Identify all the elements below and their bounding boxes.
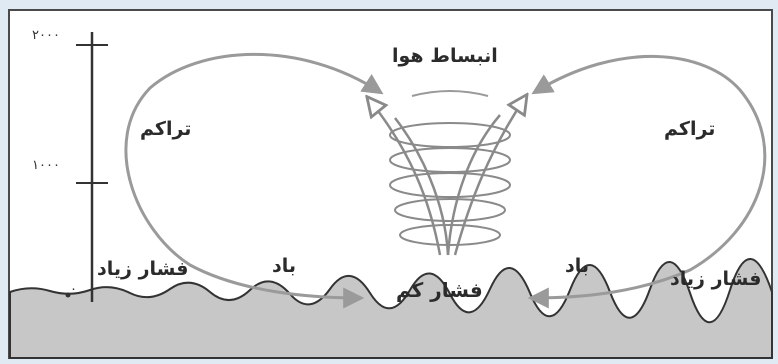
- right-circulation-loop: [527, 55, 767, 309]
- left-circulation-loop: [124, 52, 384, 309]
- accumulation-left-label: تراکم: [140, 118, 192, 140]
- altitude-tick-2000: ۲۰۰۰: [32, 28, 60, 43]
- wind-right-label: باد: [565, 255, 590, 277]
- altitude-tick-1000: ۱۰۰۰: [32, 158, 60, 173]
- rising-air-arrows: [368, 96, 526, 256]
- high-pressure-right-label: فشار زیاد: [670, 268, 762, 290]
- high-pressure-left-label: فشار زیاد: [97, 258, 189, 280]
- low-pressure-label: فشار کم: [396, 278, 483, 302]
- ground: [9, 258, 773, 359]
- accumulation-right-label: تراکم: [664, 118, 716, 140]
- wind-left-label: باد: [272, 255, 297, 277]
- altitude-tick-0: ۰: [70, 282, 77, 297]
- spiral-coils: [389, 122, 511, 246]
- expansion-arc: [411, 90, 489, 97]
- altitude-axis: [76, 32, 108, 302]
- expansion-label: انبساط هوا: [392, 45, 498, 67]
